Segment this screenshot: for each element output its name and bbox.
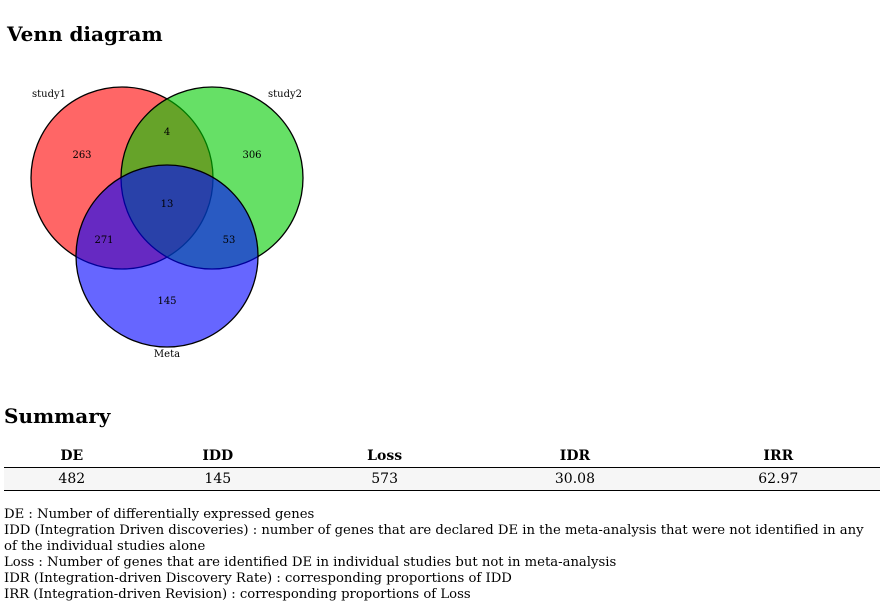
region-study2-meta: 53 xyxy=(223,235,236,246)
header-irr: IRR xyxy=(676,444,880,468)
definition-de: DE : Number of differentially expressed … xyxy=(4,507,315,522)
header-idr: IDR xyxy=(473,444,677,468)
set-label-study1: study1 xyxy=(32,89,66,100)
venn-diagram: study1 study2 Meta 263 306 4 13 271 53 1… xyxy=(30,86,304,360)
definition-irr: IRR (Integration-driven Revision) : corr… xyxy=(4,587,471,602)
set-label-meta: Meta xyxy=(154,349,180,360)
definition-idd: IDD (Integration Driven discoveries) : n… xyxy=(4,523,864,554)
header-loss: Loss xyxy=(296,444,474,468)
region-study1-only: 263 xyxy=(72,150,91,161)
region-study1-study2: 4 xyxy=(164,127,170,138)
value-de: 482 xyxy=(4,467,140,491)
value-idd: 145 xyxy=(139,467,296,491)
region-study1-meta: 271 xyxy=(94,235,113,246)
definition-idr: IDR (Integration-driven Discovery Rate) … xyxy=(4,571,512,586)
region-study2-only: 306 xyxy=(242,150,261,161)
summary-table: DE IDD Loss IDR IRR 482 145 573 30.08 62… xyxy=(4,444,880,491)
set-label-study2: study2 xyxy=(268,89,302,100)
venn-diagram-title: Venn diagram xyxy=(7,22,163,46)
region-meta-only: 145 xyxy=(157,296,176,307)
region-all-three: 13 xyxy=(161,199,174,210)
summary-header-row: DE IDD Loss IDR IRR xyxy=(4,444,880,468)
value-idr: 30.08 xyxy=(473,467,677,491)
venn-circle-meta xyxy=(75,164,259,348)
table-row: 482 145 573 30.08 62.97 xyxy=(4,467,880,491)
value-irr: 62.97 xyxy=(676,467,880,491)
header-idd: IDD xyxy=(139,444,296,468)
definitions-legend: DE : Number of differentially expressed … xyxy=(4,507,874,603)
value-loss: 573 xyxy=(296,467,474,491)
definition-loss: Loss : Number of genes that are identifi… xyxy=(4,555,617,570)
summary-title: Summary xyxy=(4,404,111,428)
header-de: DE xyxy=(4,444,140,468)
